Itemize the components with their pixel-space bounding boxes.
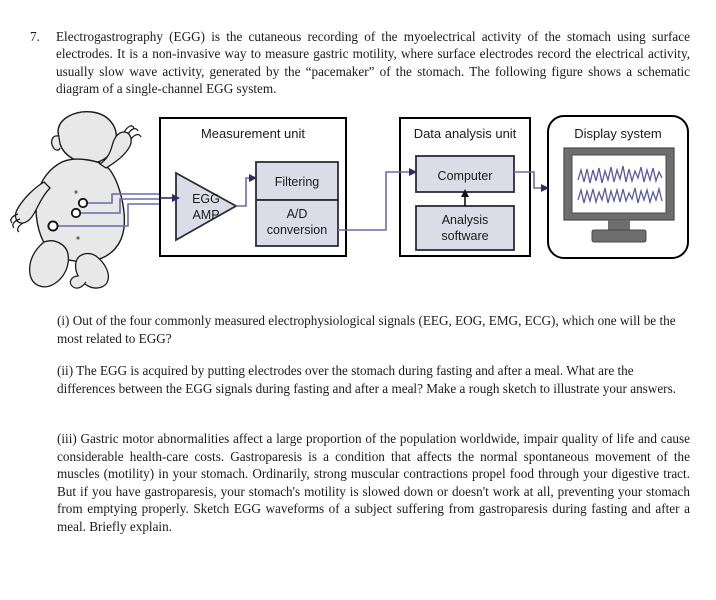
subquestion-ii: (ii) The EGG is acquired by putting elec… (57, 363, 676, 396)
data-analysis-unit (338, 117, 531, 257)
data-analysis-unit-title: Data analysis unit (414, 126, 517, 141)
filtering-label: Filtering (275, 175, 320, 189)
analysis-label-line2: software (441, 229, 488, 243)
computer-label: Computer (438, 169, 493, 183)
electrode-3 (47, 220, 59, 232)
ad-conversion-block (255, 199, 339, 247)
display-system-title: Display system (574, 126, 661, 141)
ad-label-line2: conversion (267, 223, 327, 237)
subquestion-i: (i) Out of the four commonly measured el… (57, 313, 676, 346)
amp-label-line1: EGG (192, 192, 220, 206)
egg-system-figure: Measurement unit EGG AMP Filtering A/D c… (0, 110, 700, 290)
electrode-leads (47, 193, 160, 232)
subquestion-iii: (iii) Gastric motor abnormalities affect… (57, 431, 690, 534)
display-system (514, 115, 689, 259)
question-number: 7. (30, 29, 40, 44)
egg-amplifier-shape (175, 171, 238, 242)
monitor-screen (571, 154, 667, 214)
ad-label-line1: A/D (287, 207, 308, 221)
measurement-unit (159, 117, 347, 257)
electrode-2 (70, 207, 82, 219)
waveform-trace-2 (577, 186, 663, 205)
amp-label-line2: AMP (192, 208, 219, 222)
question-block: 7. Electrogastrography (EGG) is the cuta… (30, 28, 690, 98)
measurement-unit-title: Measurement unit (201, 126, 305, 141)
analysis-software-block (415, 205, 515, 251)
electrode-1 (77, 197, 89, 209)
analysis-label-line1: Analysis (442, 213, 489, 227)
waveform-trace-1 (577, 165, 663, 184)
infant-illustration (10, 111, 142, 289)
question-intro-text: Electrogastrography (EGG) is the cutaneo… (56, 29, 690, 97)
